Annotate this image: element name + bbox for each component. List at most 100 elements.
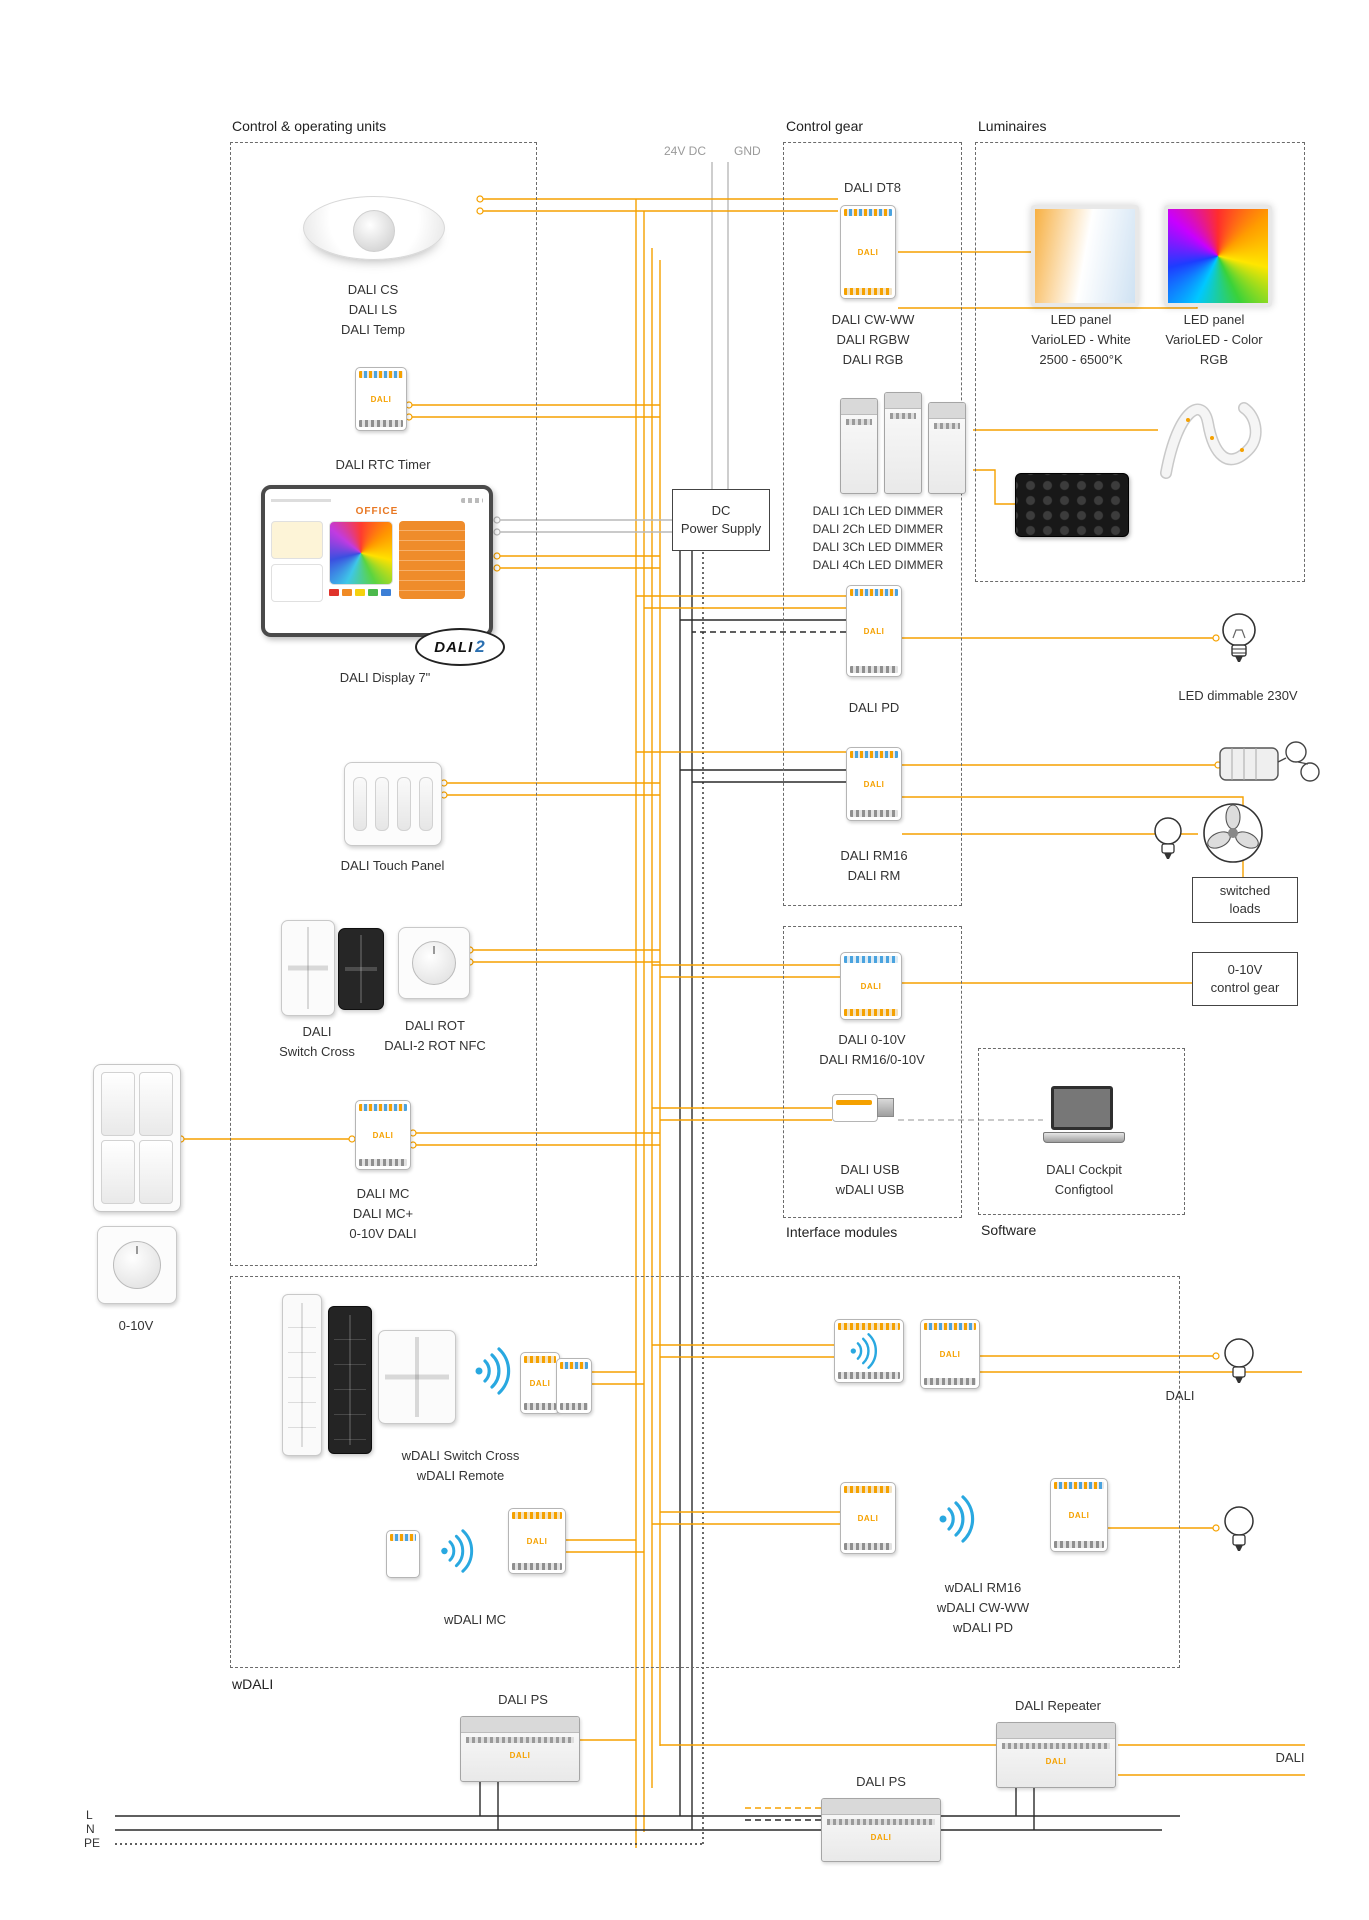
switch-cross-pattern: [345, 935, 377, 1003]
led-dimmable-label: LED dimmable 230V: [1178, 688, 1298, 703]
panel-color-label-1: LED panel: [1183, 312, 1245, 327]
usb-labels: DALI USB wDALI USB: [815, 1160, 925, 1200]
switch-cross-label-1: DALI: [302, 1024, 332, 1039]
panel-color-labels: LED panel VarioLED - Color RGB: [1149, 310, 1279, 370]
switched-loads-label-1: switched: [1219, 883, 1271, 898]
led-dimmer-module: [884, 392, 922, 494]
led-module-black: [1015, 473, 1129, 537]
ceiling-sensor-dome: [353, 210, 395, 252]
cockpit-label-1: DALI Cockpit: [1046, 1162, 1122, 1177]
wdali-mc-module: DALI: [508, 1508, 566, 1574]
dali-switch-cross-white: [281, 920, 335, 1016]
dimmer-label-1: DALI 1Ch LED DIMMER: [812, 504, 944, 518]
wdali-cw-ww-module: DALI: [840, 1482, 896, 1554]
wdali-cross-label-1: wDALI Switch Cross: [401, 1448, 520, 1463]
wdali-cross-labels: wDALI Switch Cross wDALI Remote: [388, 1446, 533, 1486]
rm16-labels: DALI RM16 DALI RM: [818, 846, 930, 886]
sensor-label-1: DALI CS: [347, 282, 399, 297]
dali-0-10v-label-1: DALI 0-10V: [838, 1032, 906, 1047]
rot-label-1: DALI ROT: [405, 1018, 465, 1033]
usb-label-2: wDALI USB: [835, 1182, 905, 1197]
module-brand-text: DALI: [857, 247, 879, 257]
switch-button: [139, 1072, 173, 1136]
dimmer-label-3: DALI 3Ch LED DIMMER: [812, 540, 944, 554]
dali-0-10v-label-2: DALI RM16/0-10V: [819, 1052, 925, 1067]
dali-rm16-module: DALI: [846, 747, 902, 821]
0-10v-label: 0-10V: [118, 1318, 154, 1333]
rot-labels: DALI ROT DALI-2 ROT NFC: [375, 1016, 495, 1056]
terminal-strip: [844, 1543, 892, 1550]
tablet-statusbar-icons: [461, 497, 483, 503]
din-cap: [885, 393, 921, 409]
terminal-strip: [466, 1737, 574, 1743]
switched-loads-box: switched loads: [1192, 877, 1298, 923]
wdali-mc-small-module: [386, 1530, 420, 1578]
mc-labels: DALI MC DALI MC+ 0-10V DALI: [328, 1184, 438, 1244]
mains-l-label: L: [86, 1808, 93, 1822]
terminal-strip: [924, 1378, 976, 1385]
dc-power-supply-box: DC Power Supply: [672, 489, 770, 551]
switch-cross-labels: DALI Switch Cross: [262, 1022, 372, 1062]
bulb-icon: [1224, 1338, 1254, 1383]
led-dimmer-module: [840, 398, 878, 494]
switched-loads-label-2: loads: [1229, 901, 1261, 916]
dimmer-label-4: DALI 4Ch LED DIMMER: [812, 558, 944, 572]
led-panel-white: [1031, 205, 1139, 307]
color-chip: [342, 589, 352, 596]
dimmer-label-2: DALI 2Ch LED DIMMER: [812, 522, 944, 536]
tablet-screen-content: [271, 521, 483, 602]
module-brand-text: DALI: [1045, 1756, 1067, 1766]
wireless-icon: [441, 1529, 474, 1573]
terminal-strip: [359, 420, 403, 427]
section-title-control-units: Control & operating units: [232, 118, 387, 134]
dali-2-logo-number: 2: [475, 637, 486, 656]
module-brand-text: DALI: [860, 981, 882, 991]
tablet-tiles-column: [271, 521, 323, 602]
terminal-strip: [844, 956, 898, 963]
section-title-wdali: wDALI: [232, 1676, 274, 1692]
terminal-strip: [1054, 1541, 1104, 1548]
0-10v-gear-label-1: 0-10V: [1227, 962, 1263, 977]
wdali-switch-cross: [378, 1330, 456, 1424]
panel-white-label-2: VarioLED - White: [1031, 332, 1131, 347]
tablet-statusbar: [271, 495, 483, 505]
module-brand-text: DALI: [526, 1536, 548, 1546]
dali-0-10v-labels: DALI 0-10V DALI RM16/0-10V: [806, 1030, 938, 1070]
section-title-luminaires: Luminaires: [978, 118, 1047, 134]
terminal-strip: [844, 209, 892, 216]
terminal-strip: [844, 288, 892, 295]
color-chip: [368, 589, 378, 596]
dt8-label-2: DALI RGBW: [836, 332, 910, 347]
terminal-strip: [838, 1372, 900, 1379]
dali-pd-module: DALI: [846, 585, 902, 677]
mains-n-label: N: [86, 1822, 95, 1836]
wireless-icon: [939, 1495, 975, 1543]
dc-label-line2: Power Supply: [680, 521, 762, 536]
dt8-labels: DALI CW-WW DALI RGBW DALI RGB: [808, 310, 938, 370]
led-bulb-icon: [1222, 613, 1256, 662]
terminal-strip: [512, 1512, 562, 1519]
motor-icon: [1219, 741, 1320, 782]
dali-0-10v-module: DALI: [840, 952, 902, 1020]
wdali-rm-label-1: wDALI RM16: [944, 1580, 1022, 1595]
tablet-color-chips: [329, 589, 393, 596]
terminal-strip: [560, 1362, 588, 1369]
dimmer-labels: DALI 1Ch LED DIMMER DALI 2Ch LED DIMMER …: [798, 502, 958, 574]
terminal-strip: [838, 1323, 900, 1330]
label-gnd: GND: [734, 144, 761, 158]
rm16-label-1: DALI RM16: [840, 848, 908, 863]
switch-button: [101, 1140, 135, 1204]
terminal-strip: [512, 1563, 562, 1570]
terminal-strip: [846, 419, 872, 425]
dali-ps-module-2: DALI: [821, 1798, 941, 1862]
terminal-strip: [390, 1534, 416, 1541]
switch-button: [139, 1140, 173, 1204]
din-cap: [822, 1799, 940, 1815]
led-dimmer-module: [928, 402, 966, 494]
touch-panel-label: DALI Touch Panel: [340, 858, 445, 873]
cockpit-label-2: Configtool: [1054, 1182, 1114, 1197]
terminal-strip: [850, 589, 898, 596]
usb-body: [832, 1094, 878, 1122]
rtc-timer-label: DALI RTC Timer: [335, 457, 431, 472]
panel-color-label-2: VarioLED - Color: [1165, 332, 1263, 347]
